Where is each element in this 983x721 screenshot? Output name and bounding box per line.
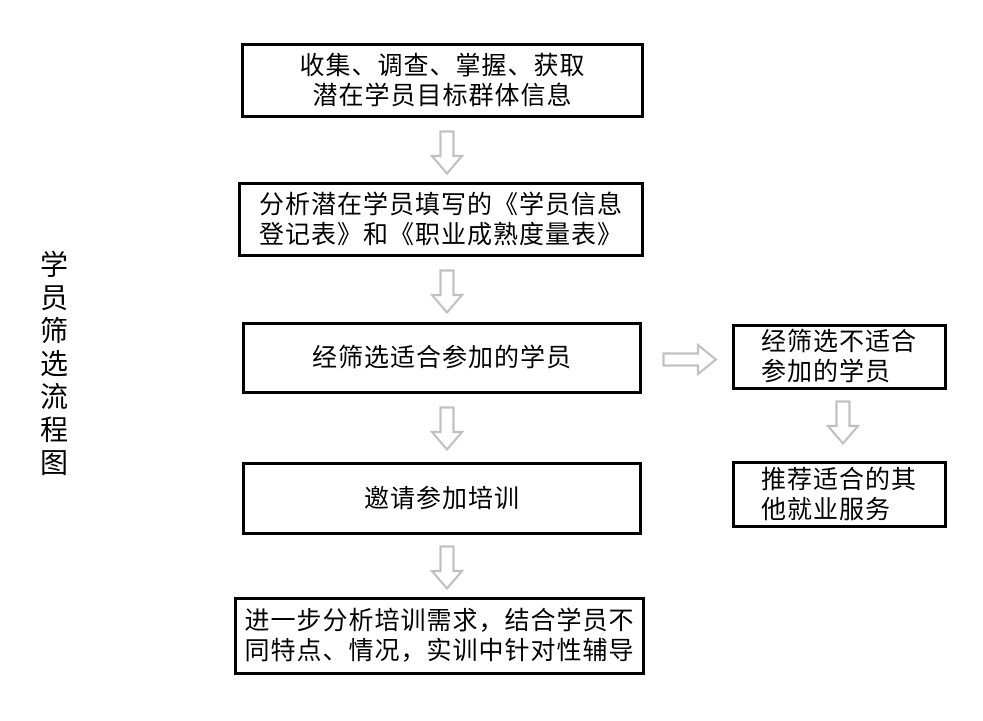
down-arrow-icon <box>430 130 464 175</box>
branch-recommend-services-box: 推荐适合的其 他就业服务 <box>732 461 947 528</box>
down-arrow-icon <box>430 545 464 590</box>
step-collect-info-box: 收集、调查、掌握、获取 潜在学员目标群体信息 <box>241 43 644 118</box>
right-arrow-icon <box>662 343 718 376</box>
step-invite-training-box: 邀请参加培训 <box>242 462 642 535</box>
down-arrow-icon <box>430 269 464 314</box>
branch-recommend-services-label: 推荐适合的其 他就业服务 <box>761 464 918 524</box>
down-arrow-icon <box>826 400 860 445</box>
step-further-analysis-box: 进一步分析培训需求，结合学员不 同特点、情况，实训中针对性辅导 <box>234 597 645 675</box>
step-invite-training-label: 邀请参加培训 <box>363 483 520 513</box>
step-further-analysis-label: 进一步分析培训需求，结合学员不 同特点、情况，实训中针对性辅导 <box>244 606 635 665</box>
step-collect-info-label: 收集、调查、掌握、获取 潜在学员目标群体信息 <box>299 50 586 110</box>
branch-unsuitable-trainees-box: 经筛选不适合 参加的学员 <box>732 324 947 390</box>
down-arrow-icon <box>430 406 464 451</box>
step-analyze-forms-label: 分析潜在学员填写的《学员信息 登记表》和《职业成熟度量表》 <box>258 189 623 249</box>
step-suitable-trainees-box: 经筛选适合参加的学员 <box>242 322 642 394</box>
branch-unsuitable-trainees-label: 经筛选不适合 参加的学员 <box>761 327 918 386</box>
step-analyze-forms-box: 分析潜在学员填写的《学员信息 登记表》和《职业成熟度量表》 <box>238 182 644 257</box>
diagram-title: 学员筛选流程图 <box>36 250 69 481</box>
step-suitable-trainees-label: 经筛选适合参加的学员 <box>311 343 572 372</box>
